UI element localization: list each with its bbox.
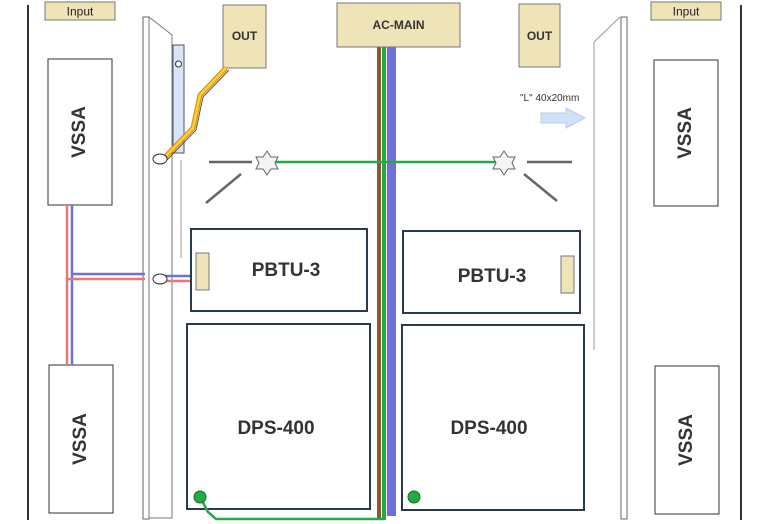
wire-dark-core xyxy=(166,69,230,161)
bracket-right-diagonal xyxy=(523,173,558,202)
ground-terminal-left-icon xyxy=(193,490,207,504)
dps-label-left: DPS-400 xyxy=(237,418,314,439)
ground-terminal-right-icon xyxy=(407,490,421,504)
ac-main-label: AC-MAIN xyxy=(373,18,425,32)
inner-rail-right xyxy=(620,16,628,520)
vssa-label-top-left: VSSA xyxy=(69,106,90,158)
vssa-box-bottom-left xyxy=(48,364,114,514)
mount-hole-icon xyxy=(175,60,182,68)
blue-mount-plate xyxy=(172,44,185,154)
pbtu-label-left: PBTU-3 xyxy=(252,260,321,281)
ground-wire-bottom xyxy=(198,496,384,521)
grommet-lower-icon xyxy=(152,273,168,285)
inner-rail-left xyxy=(142,16,150,520)
out-label-left: OUT xyxy=(232,29,258,43)
ground-star-right-icon xyxy=(492,150,516,176)
input-label-left: Input xyxy=(67,5,94,19)
input-tag-left xyxy=(44,1,116,21)
ac-wire-green xyxy=(382,47,386,520)
ac-wire-blue xyxy=(387,47,396,516)
arrow-right-icon xyxy=(540,107,587,129)
pbtu-box-left xyxy=(190,228,368,312)
ac-wire-brown xyxy=(377,47,381,520)
input-label-right: Input xyxy=(673,5,700,19)
vssa-label-top-right: VSSA xyxy=(675,107,696,159)
out-tag-right xyxy=(518,3,561,68)
input-tag-right xyxy=(650,1,722,21)
pbtu-connector-left xyxy=(195,252,210,291)
dimension-note: "L" 40x20mm xyxy=(520,93,579,104)
vssa-label-bottom-left: VSSA xyxy=(70,413,91,465)
dps-label-right: DPS-400 xyxy=(450,418,527,439)
ground-star-left-icon xyxy=(255,150,279,176)
vssa-box-top-left xyxy=(47,58,113,206)
out-label-right: OUT xyxy=(527,29,553,43)
dps-box-right xyxy=(401,324,585,511)
vssa-box-top-right xyxy=(653,59,719,207)
vssa-box-bottom-right xyxy=(654,365,720,515)
ac-main-tag xyxy=(336,2,461,48)
door-panel-left xyxy=(148,15,173,519)
vssa-label-bottom-right: VSSA xyxy=(676,414,697,466)
pbtu-connector-right xyxy=(560,255,575,294)
dps-box-left xyxy=(186,323,371,510)
door-panel-right xyxy=(593,16,621,350)
out-tag-left xyxy=(222,4,267,69)
wire-yellow xyxy=(163,67,227,159)
pbtu-label-right: PBTU-3 xyxy=(458,266,527,287)
bracket-left-diagonal xyxy=(205,173,242,204)
pbtu-box-right xyxy=(402,230,581,314)
grommet-upper-icon xyxy=(152,153,168,165)
